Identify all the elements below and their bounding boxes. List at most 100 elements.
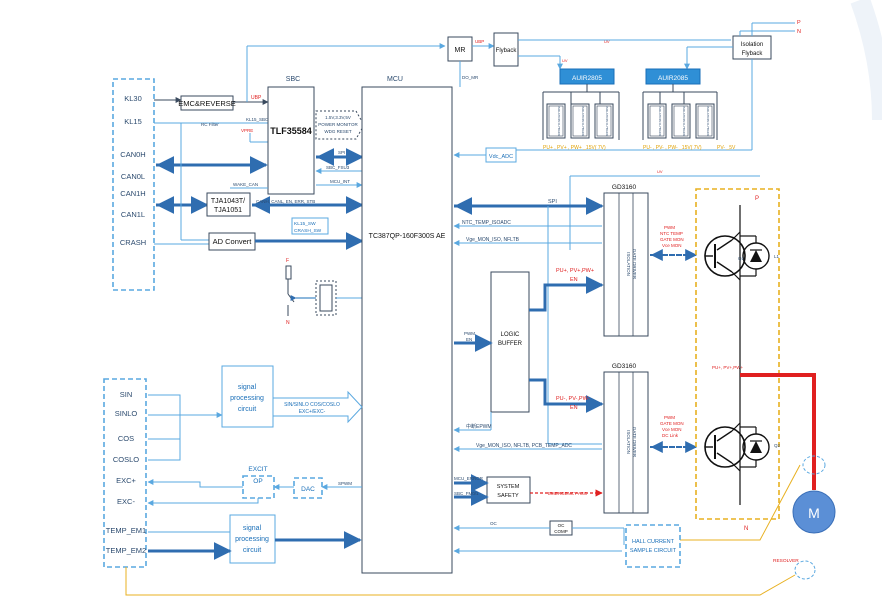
sbc-title: SBC: [286, 76, 300, 83]
system-safety-2: SAFETY: [497, 493, 519, 499]
mr-block: [447, 36, 473, 62]
gd-top-block: [603, 192, 649, 337]
uv-label-2: UV: [604, 39, 610, 44]
excm-label: EXC-: [117, 497, 135, 506]
current-sensor-icon: [802, 455, 826, 475]
pu-right-label: PU+, PV+,PW+: [712, 365, 744, 370]
switch-blade-icon: [287, 293, 295, 303]
background-arc: [850, 0, 882, 121]
flyback-label: Flyback: [496, 48, 518, 54]
isolation-flyback-label-2: Flyback: [742, 51, 764, 57]
sbc-chip-label: TLF35584: [270, 126, 312, 136]
emergency-asc-label: EMERGENCY ASC: [548, 491, 588, 496]
logic-label-1: LOGIC: [501, 332, 520, 338]
gd-side-top-3: GATE MON: [660, 237, 684, 242]
hall-current-2: SAMPLE CIRCUIT: [630, 548, 677, 554]
tja-label-2: TJA1051: [214, 207, 242, 214]
flyback-block: [493, 32, 519, 67]
signal-processing-1: [221, 365, 274, 428]
sig1-line3: circuit: [238, 406, 256, 413]
igbt-bottom-icon: [704, 422, 770, 472]
resolver-label: RESOLVER: [773, 558, 799, 564]
isolation-flyback-array-2: [642, 84, 718, 140]
uv-label-1: UV: [562, 58, 568, 63]
excit-label-2: OP: [253, 478, 262, 485]
ubp-label: UBP: [251, 95, 262, 101]
cos-label: COS: [118, 434, 134, 443]
current-feedback-wire: [680, 464, 801, 541]
crash-label: CRASH: [120, 238, 146, 247]
uv-label-3: UV: [657, 169, 663, 174]
motor-icon: [792, 490, 836, 534]
can0h-label: CAN0H: [120, 150, 145, 159]
sbc-fm-label: SBC_FM0/1: [454, 491, 479, 496]
can1h-label: CAN1H: [120, 189, 145, 198]
can0l-label: CAN0L: [121, 172, 145, 181]
left-connector: [112, 78, 155, 291]
mcu-int-label: MCU_INT: [330, 179, 350, 184]
logic-to-gd1-wire: [529, 276, 604, 312]
temp-em1-label: TEMP_EM1: [106, 526, 146, 535]
resolver-signal-arrow: [272, 390, 363, 424]
gd-side-bot-1: PWM: [664, 415, 675, 420]
cell-2-label: ISOLATION FLYBACK: [581, 106, 585, 136]
auir2805-label: AUIR2805: [572, 75, 602, 82]
q2-label: Q2: [774, 443, 781, 448]
en-bot-label: EN: [570, 405, 578, 411]
pwm-en-label-1: PWM: [464, 331, 475, 336]
vge-mon-label: Vge_MON_ISO, NFLTB: [466, 237, 520, 243]
n-label: N: [286, 320, 290, 326]
can1l-label: CAN1L: [121, 210, 145, 219]
gd-side-bot-4: DC Link: [662, 433, 679, 438]
gd-bot-inner-1: ISOLATION: [626, 430, 631, 454]
hall-current-block: [625, 524, 681, 568]
gd-side-bot-3: Vce MON: [662, 427, 682, 432]
hall-current-1: HALL CURRENT: [632, 539, 675, 545]
kl15-label: KL15: [124, 117, 142, 126]
auir2085-label: AUIR2085: [658, 75, 688, 82]
sig2-line2: processing: [235, 536, 269, 543]
sig2-line3: circuit: [243, 547, 261, 554]
sinlo-label: SINLO: [115, 409, 138, 418]
oc-small-label: OC: [490, 521, 498, 526]
gd-bot-block: [603, 371, 649, 514]
p-power-label: P: [797, 20, 801, 26]
epwm-label: 中断EPWM: [466, 423, 492, 430]
mcu-error-label: MCU_ERROR: [454, 476, 484, 481]
isolation-flyback-array-1: [542, 84, 620, 140]
sin-text-2: EXC+/EXC-: [299, 409, 326, 415]
mcu-block: [361, 86, 453, 574]
gd-side-bot-2: GATE MON: [660, 421, 684, 426]
cell-1-label: ISOLATION FLYBACK: [557, 106, 561, 136]
fuse-icon: [285, 265, 292, 280]
bottom-left-connector: [103, 378, 147, 568]
q1-label: Q1: [738, 256, 745, 261]
gd-side-top-2: NTC TEMP: [660, 231, 683, 236]
power-monitor-line3: WDG RESET: [324, 129, 352, 134]
ubp2-label: UBP: [475, 39, 484, 44]
pu-bot-label: PU-, PV-,PW-: [556, 396, 590, 402]
temp-em2-label: TEMP_EM2: [106, 546, 146, 555]
gd-top-inner-2: GATE DRIVER: [632, 249, 637, 280]
p-right-label: P: [755, 196, 759, 202]
mr-label: MR: [455, 47, 466, 54]
kl30-label: KL30: [124, 94, 142, 103]
motor-label: M: [808, 505, 820, 521]
sin-text-1: SIN/SINLO COS/COSLO: [284, 402, 340, 408]
cell-6-label: ISOLATION FLYBACK: [706, 106, 710, 136]
igbt-top-icon: [704, 231, 770, 281]
pwm-en-label-2: EN: [466, 337, 472, 342]
sin-bus-wire: [148, 394, 181, 461]
do-mr-label: DO_MR: [462, 75, 479, 80]
sbc-block: [267, 86, 315, 195]
coslo-label: COSLO: [113, 455, 139, 464]
excp-label: EXC+: [116, 476, 136, 485]
power-monitor-line1: 1.5V,3.3V,5V: [325, 115, 351, 120]
tja-block: [206, 192, 251, 217]
power-monitor-arrow: [315, 110, 365, 140]
sbc-fsu-label: SBC_FSU3: [326, 165, 350, 170]
cell-3-label: ISOLATION FLYBACK: [605, 106, 609, 136]
gd-bot-inner-2: GATE DRIVER: [632, 427, 637, 458]
vpre-label: VPRE: [241, 128, 253, 133]
vdc-adc-label: Vdc_ADC: [489, 154, 513, 160]
